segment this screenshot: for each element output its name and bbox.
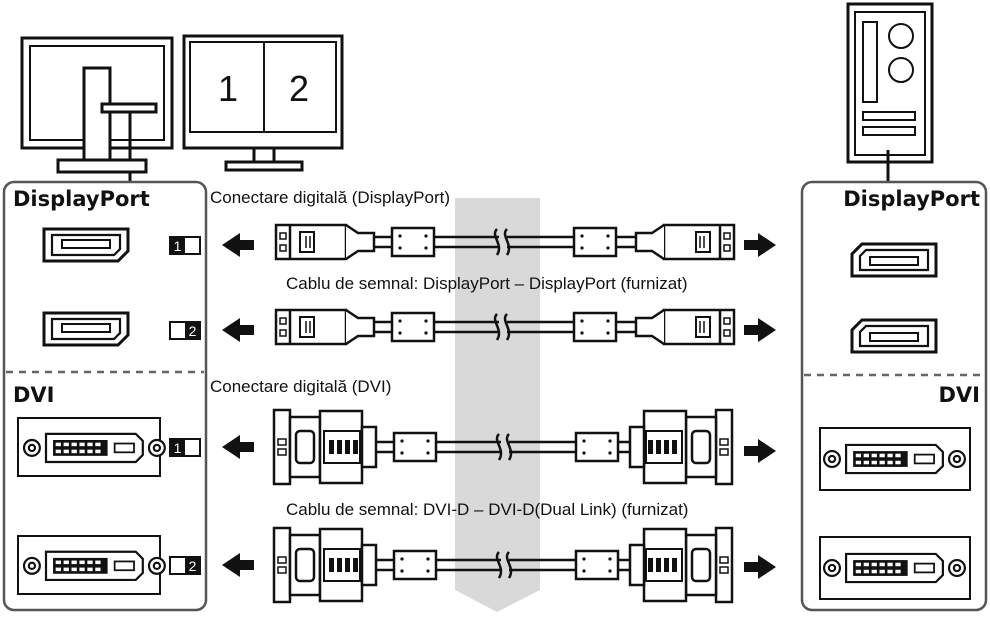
monitor-displayport-port-1 (42, 227, 130, 263)
pc-displayport-port-2 (850, 318, 938, 354)
port-indicator-dp-2: 2 (169, 321, 201, 340)
pc-displayport-port-1 (850, 242, 938, 278)
pc-tower (846, 2, 934, 182)
monitor-input-panel (2, 180, 208, 612)
arrow-to-pc-dvi-1 (744, 439, 776, 463)
monitor-displayport-heading: DisplayPort (13, 187, 150, 211)
svg-text:2: 2 (189, 558, 197, 574)
arrow-to-monitor-dvi-1 (222, 435, 254, 459)
svg-text:1: 1 (174, 440, 182, 456)
port-indicator-dvi-1: 1 (169, 438, 201, 457)
monitor-rear-view (20, 36, 174, 182)
arrow-to-monitor-dp-2 (222, 318, 254, 342)
svg-text:1: 1 (174, 238, 182, 254)
monitor-displayport-port-2 (42, 311, 130, 347)
displayport-cable-caption: Cablu de semnal: DisplayPort – DisplayPo… (286, 274, 688, 293)
dvi-connection-title: Conectare digitală (DVI) (210, 377, 391, 396)
dvi-cable-caption: Cablu de semnal: DVI-D – DVI-D(Dual Link… (286, 500, 688, 519)
arrow-to-monitor-dvi-2 (222, 553, 254, 577)
arrow-to-monitor-dp-1 (222, 233, 254, 257)
pc-dvi-heading: DVI (939, 383, 981, 407)
port-indicator-dvi-2: 2 (169, 556, 201, 575)
monitor-dual-screen (182, 34, 344, 172)
displayport-connection-title: Conectare digitală (DisplayPort) (210, 188, 450, 207)
pc-displayport-heading: DisplayPort (843, 187, 980, 211)
screen-number-1: 1 (218, 68, 238, 109)
svg-text:2: 2 (189, 323, 197, 339)
arrow-to-pc-dvi-2 (744, 555, 776, 579)
port-indicator-dp-1: 1 (169, 236, 201, 255)
signal-direction-band (455, 198, 540, 612)
arrow-to-pc-dp-2 (744, 318, 776, 342)
pc-output-panel (800, 180, 988, 612)
screen-number-2: 2 (289, 68, 309, 109)
arrow-to-pc-dp-1 (744, 233, 776, 257)
monitor-dvi-heading: DVI (13, 383, 55, 407)
